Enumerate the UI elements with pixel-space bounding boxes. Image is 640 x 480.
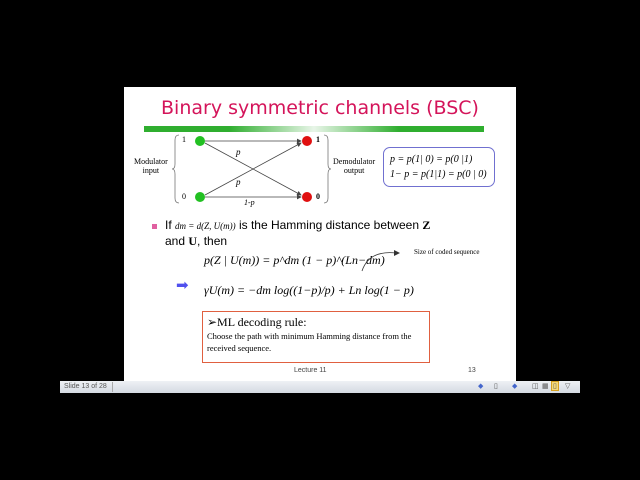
ml-decoding-box: ➢ML decoding rule: Choose the path with … [202,311,430,363]
divider [112,382,113,392]
label-p-top: p [236,147,241,157]
footer: Lecture 11 [294,367,327,374]
probability-box: p = p(1| 0) = p(0 |1) 1− p = p(1|1) = p(0… [383,147,495,187]
bullet-text: If dm = d(Z, U(m)) is the Hamming distan… [165,218,431,248]
equation-p: p = p(1| 0) = p(0 |1) [390,154,473,165]
slide-sorter-icon[interactable]: ▦ [542,383,549,390]
title-underline [144,126,484,132]
input-node-0 [195,192,205,202]
input-0: 0 [182,192,186,201]
label-1-minus-p: 1-p [244,198,255,207]
ml-text: Choose the path with minimum Hamming dis… [207,331,412,353]
output-node-1 [302,136,312,146]
output-node-0 [302,192,312,202]
slide: Binary symmetric channels (BSC) Modulato… [124,87,516,381]
brace-left [171,134,180,204]
brace-right [323,134,332,204]
slideshow-icon[interactable]: ▽ [565,383,571,390]
channel-arrows [171,134,332,204]
likelihood-formula: p(Z | U(m)) = p^dm (1 − p)^(Ln−dm) [204,253,385,267]
bullet-icon [152,224,157,229]
status-bar: Slide 13 of 28 ◆ ▯ ◆ ◫ ▦ ▯ ▽ [60,381,580,393]
output-1: 1 [316,135,320,144]
next-slide-icon[interactable]: ◆ [512,383,518,390]
implies-arrow-icon: ➡ [176,277,189,294]
annotation-text: Size of coded sequence [414,248,480,256]
label-p-bottom: p [236,177,241,187]
normal-view-icon[interactable]: ◫ [532,383,539,390]
path-metric-formula: γU(m) = −dm log((1−p)/p) + Ln log(1 − p) [204,283,414,297]
input-node-1 [195,136,205,146]
slide-number: 13 [468,367,476,374]
equation-1-minus-p: 1− p = p(1|1) = p(0 | 0) [390,169,487,180]
slide-title: Binary symmetric channels (BSC) [161,97,479,119]
output-0: 0 [316,192,320,201]
ml-title: ➢ML decoding rule: [207,315,307,329]
input-1: 1 [182,135,186,144]
annotation-arrow [361,250,400,272]
reading-view-icon[interactable]: ▯ [551,381,559,391]
previous-slide-icon[interactable]: ◆ [478,383,484,390]
notes-icon[interactable]: ▯ [494,383,498,390]
slide-info: Slide 13 of 28 [64,383,107,390]
